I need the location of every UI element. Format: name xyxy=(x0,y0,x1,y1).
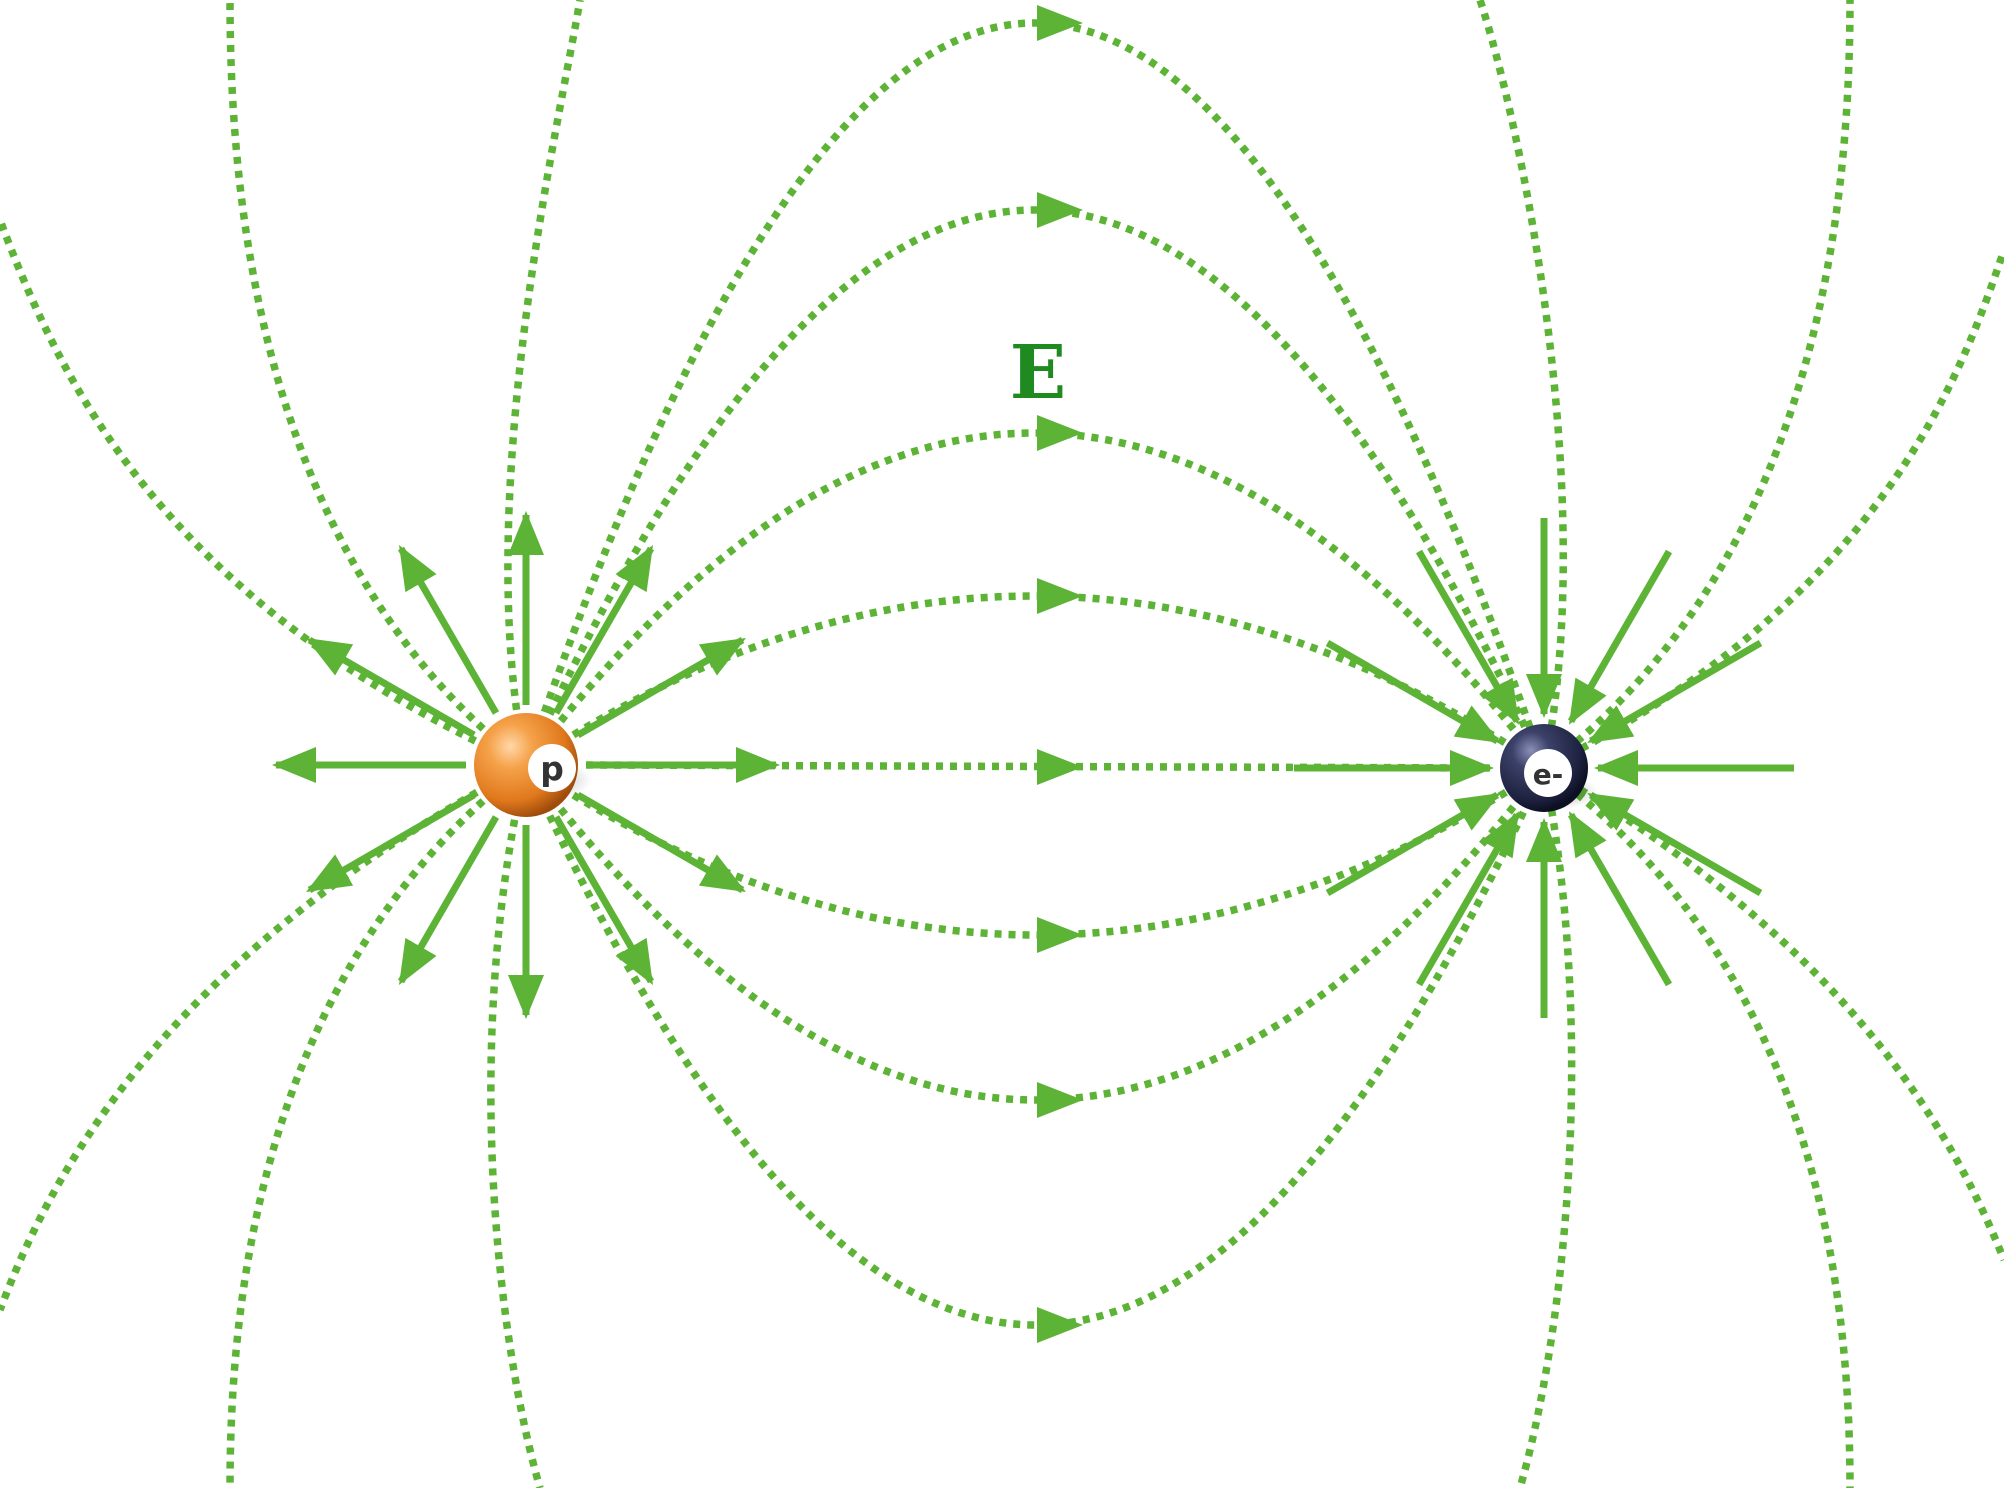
proton-charge: p xyxy=(474,713,592,817)
field-line xyxy=(504,0,584,766)
field-line xyxy=(1476,0,1568,769)
field-arrow xyxy=(1415,549,1521,725)
field-arrow xyxy=(306,636,476,739)
proton-label: p xyxy=(540,749,564,788)
field-arrow xyxy=(1567,549,1673,725)
field-arrow xyxy=(1325,791,1501,897)
field-line xyxy=(1541,0,1854,771)
electron-charge: e- xyxy=(1500,724,1598,812)
field-arrow xyxy=(552,545,655,715)
arrowhead-icon xyxy=(1037,1307,1083,1343)
field-arrow xyxy=(397,815,500,985)
field-arrow xyxy=(306,791,476,894)
arrowhead-icon xyxy=(1037,1082,1083,1118)
field-line xyxy=(1542,248,2004,772)
field-line xyxy=(522,19,1548,770)
field-arrow xyxy=(1587,791,1763,897)
field-line xyxy=(226,0,529,768)
field-arrow xyxy=(1325,639,1501,745)
electron-label: e- xyxy=(1533,758,1564,791)
arrowhead-icon xyxy=(1037,749,1083,785)
proton-field-arrows xyxy=(272,511,780,1019)
field-arrow xyxy=(1587,639,1763,745)
electron-field-arrows xyxy=(1294,518,1794,1018)
arrowhead-icon xyxy=(1037,578,1083,614)
arrowhead-icon xyxy=(1037,192,1083,228)
field-line xyxy=(487,764,544,1488)
field-arrow xyxy=(1415,811,1521,987)
field-line xyxy=(523,762,1547,1104)
arrowhead-icon xyxy=(1037,415,1083,451)
arrowhead-icon xyxy=(1037,917,1083,953)
field-line xyxy=(522,763,1548,1329)
field-line xyxy=(0,218,528,769)
field-line xyxy=(1541,764,1854,1488)
field-label: E xyxy=(1010,330,1066,416)
field-line xyxy=(226,762,529,1488)
arrowhead-icon xyxy=(1037,5,1083,41)
field-arrow xyxy=(576,791,746,894)
field-line xyxy=(1542,764,2004,1262)
field-line xyxy=(0,761,528,1312)
field-line xyxy=(522,206,1548,770)
field-arrow xyxy=(1567,811,1673,987)
field-arrow xyxy=(397,545,500,715)
field-arrow xyxy=(576,636,746,739)
field-line xyxy=(523,429,1547,771)
field-arrow xyxy=(552,815,655,985)
